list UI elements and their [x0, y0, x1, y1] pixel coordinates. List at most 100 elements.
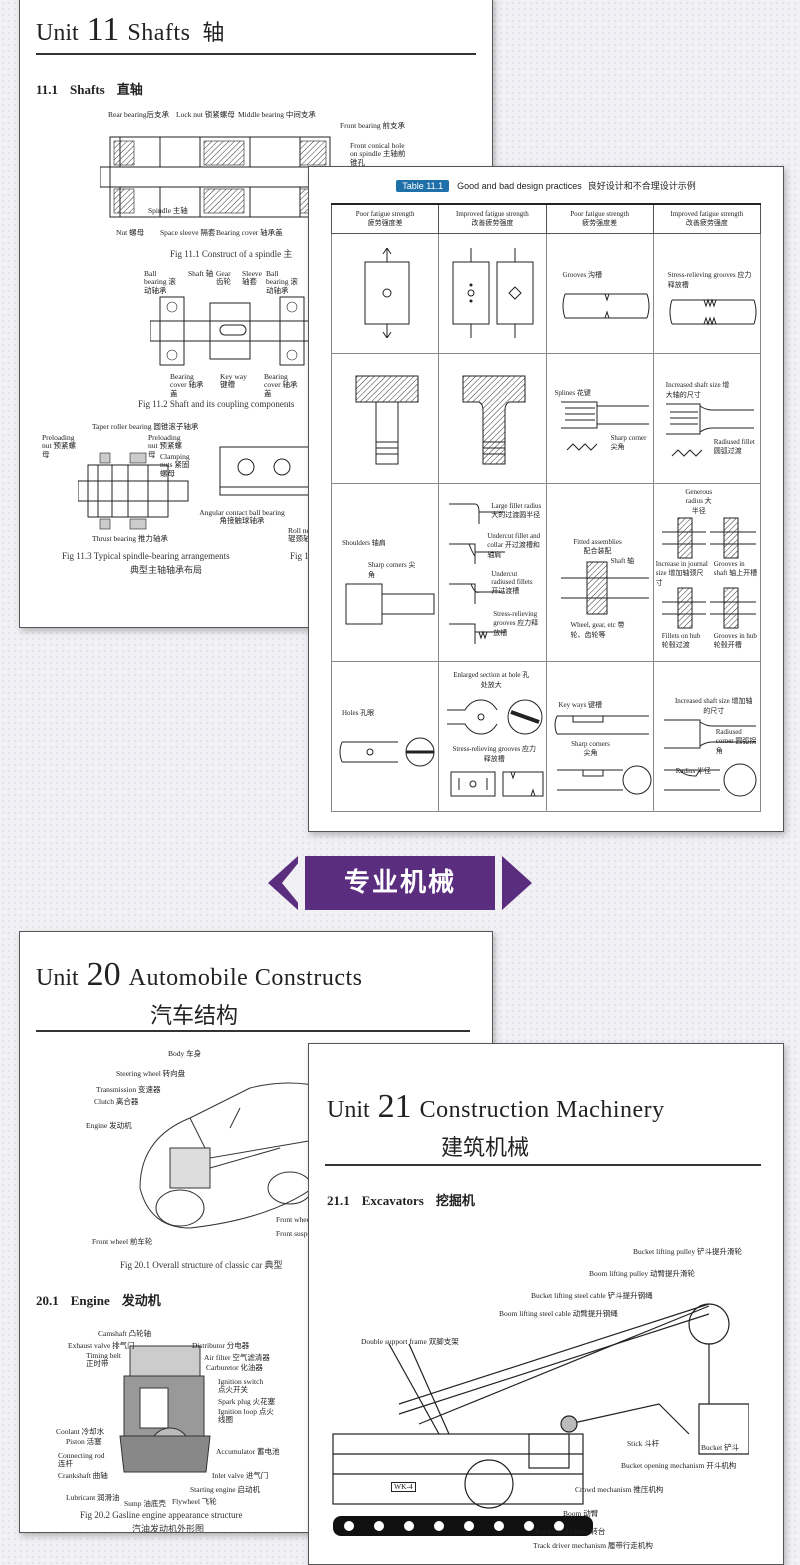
- keyway-shaft-drawing: [554, 715, 649, 735]
- engine-label: Carburetor 化油器: [206, 1363, 263, 1372]
- cell-label: Fitted assemblies 配合装配: [573, 538, 622, 555]
- engine-label: Exhaust valve 排气门: [68, 1341, 135, 1350]
- cell-label: Radius 半径: [675, 767, 711, 775]
- table-cell: Increased shaft size 增加轴的尺寸 Radiused cor…: [652, 661, 762, 812]
- cell-label: Grooves 沟槽: [562, 271, 602, 279]
- unit-number: 21: [377, 1088, 412, 1125]
- cell-label: Stress-relieving grooves 应力释放槽: [667, 271, 752, 289]
- fig1-label: Middle bearing 中间支承: [238, 110, 316, 119]
- car-label: Engine 发动机: [86, 1121, 132, 1130]
- cell-label: Holes 孔眼: [342, 709, 375, 717]
- fig2-label: Shaft 轴: [188, 269, 214, 278]
- plate-hole-drawing: [364, 248, 410, 338]
- car-label: Front wheel 前车轮: [92, 1237, 153, 1246]
- fig2-label: Ball bearing 滚动轴承: [144, 269, 176, 295]
- cell-label: Radiused corner 圆弧拐角: [715, 728, 757, 755]
- engine-label: Accumulator 蓄电池: [216, 1447, 280, 1456]
- engine-label: Timing belt 正时带: [86, 1351, 121, 1369]
- t-shaft-drawing: [355, 375, 419, 465]
- engine-drawing: [119, 1345, 211, 1473]
- table-cell: Grooves 沟槽: [545, 233, 654, 354]
- cell-label: Generous radius 大半径: [685, 488, 713, 515]
- car-label: Body 车身: [168, 1049, 202, 1058]
- title-rule: [325, 1164, 761, 1166]
- section-title-zh: 直轴: [116, 82, 143, 97]
- fig1-label: Nut 螺母: [116, 228, 145, 237]
- unit-title-en: Shafts: [127, 20, 191, 46]
- excavator-label: Track driver mechanism 履带行走机构: [533, 1541, 653, 1550]
- fig1-label: Spindle 主轴: [148, 206, 188, 215]
- fig3-caption: Fig 11.3 Typical spindle-bearing arrange…: [62, 551, 230, 561]
- spline-shaft-drawing: [560, 401, 649, 451]
- table-cell: Enlarged section at hole 孔处放大 Stress-rel…: [438, 661, 547, 812]
- table-row: Shoulders 轴肩 Sharp corners 尖角 Large fill…: [330, 483, 762, 662]
- table-cell: [330, 353, 440, 484]
- engine-label: Ignition loop 点火线圈: [218, 1407, 274, 1425]
- section-number: 20.1: [36, 1293, 59, 1308]
- table-title-en: Good and bad design practices: [457, 181, 582, 191]
- cell-label: Splines 花键: [554, 389, 591, 397]
- unit-word: Unit: [327, 1097, 370, 1123]
- unit-title-en: Automobile Constructs: [128, 965, 363, 991]
- fig3-label: Roll neck 辊颈轴承: [288, 526, 318, 544]
- table-row: Holes 孔眼 Enlarged section at hole 孔处放大 S…: [330, 661, 762, 812]
- stress-groove-shaft-drawing: [669, 298, 757, 326]
- engine-label: Flywheel 飞轮: [172, 1497, 217, 1506]
- excavator-label: Bucket 铲斗: [701, 1443, 740, 1452]
- cell-label: Radiused fillet 圆弧过渡: [713, 438, 755, 455]
- section-title: Shafts: [70, 82, 105, 97]
- shaft-coupling-drawing: [150, 296, 320, 366]
- cell-label: Sharp corner 尖角: [610, 434, 647, 451]
- engine-label: Piston 活塞: [66, 1437, 102, 1446]
- fig2-caption: Fig 11.2 Shaft and its coupling componen…: [138, 399, 295, 409]
- cell-label: Undercut radiused fillets 开过渡槽: [491, 570, 533, 595]
- spindle-bearing-drawing: [78, 452, 189, 530]
- fig2-label: Bearing cover 轴承盖: [170, 372, 204, 398]
- cell-label: Increase in journal size 增加轴颈尺寸: [655, 560, 708, 587]
- title-rule: [36, 1030, 470, 1032]
- t-shaft-improved-drawing: [462, 375, 526, 465]
- engine-label: Spark plug 火花塞: [218, 1397, 276, 1406]
- cell-label: Increased shaft size 增加轴的尺寸: [674, 697, 753, 715]
- section-title-zh: 挖掘机: [435, 1193, 475, 1208]
- unit-title-zh: 汽车结构: [150, 1003, 239, 1028]
- table-cell: [330, 233, 440, 354]
- table-cell: Increased shaft size 增大轴的尺寸 Radiused fil…: [652, 353, 762, 484]
- fig4-caption-partial: Fig 1: [290, 551, 309, 561]
- engine-label: Connecting rod 连杆: [58, 1451, 105, 1469]
- excavator-label: Double support frame 双脚支架: [361, 1337, 459, 1346]
- cell-label: Grooves in hub 轮毂开槽: [713, 632, 757, 649]
- excavator-label: Boom lifting pulley 动臂提升滑轮: [589, 1269, 696, 1278]
- car-label: Transmission 变速器: [96, 1085, 161, 1094]
- unit-word: Unit: [36, 965, 79, 991]
- engine-label: Crankshaft 曲轴: [58, 1471, 108, 1480]
- fig1-label: Lock nut 锁紧螺母: [176, 110, 235, 119]
- keyway-section-drawing: [556, 765, 651, 795]
- cell-label: Key ways 键槽: [558, 701, 603, 709]
- fig1-label: Space sleeve 隔套: [160, 228, 216, 237]
- section-number: 11.1: [36, 82, 59, 97]
- cell-label: Undercut fillet and collar 开过渡槽和轴肩: [487, 532, 541, 559]
- table-header-row: Poor fatigue strength 疲劳强度差 Improved fat…: [330, 203, 762, 234]
- table-tag: Table 11.1: [396, 180, 450, 192]
- engine-label: Lubricant 润滑油: [66, 1493, 120, 1502]
- fig20-2-caption: Fig 20.2 Gasline engine appearance struc…: [80, 1510, 243, 1520]
- fig2-label: Gear 齿轮: [216, 269, 231, 287]
- engine-label: Inlet valve 进气门: [212, 1471, 269, 1480]
- enlarged-hole-drawing: [447, 699, 543, 735]
- fig1-label: Bearing cover 轴承盖: [216, 228, 283, 237]
- fig1-caption: Fig 11.1 Construct of a spindle 主: [170, 249, 293, 259]
- excavator-drawing: [332, 1303, 749, 1536]
- fig3-caption-zh: 典型主轴轴承布局: [130, 565, 203, 575]
- cell-label: Sharp corners 尖角: [571, 740, 610, 757]
- engine-label: Distributor 分电器: [192, 1341, 250, 1350]
- engine-label: Coolant 冷却水: [56, 1427, 105, 1436]
- unit-title-zh: 轴: [202, 20, 225, 45]
- angular-bearing-drawing: [219, 446, 311, 496]
- fig3-label: Preloading nut 预紧螺母: [148, 433, 182, 459]
- section-title: Engine: [70, 1293, 110, 1308]
- car-label: Front wheel: [276, 1215, 313, 1224]
- fillet-variants-drawing: [449, 503, 506, 644]
